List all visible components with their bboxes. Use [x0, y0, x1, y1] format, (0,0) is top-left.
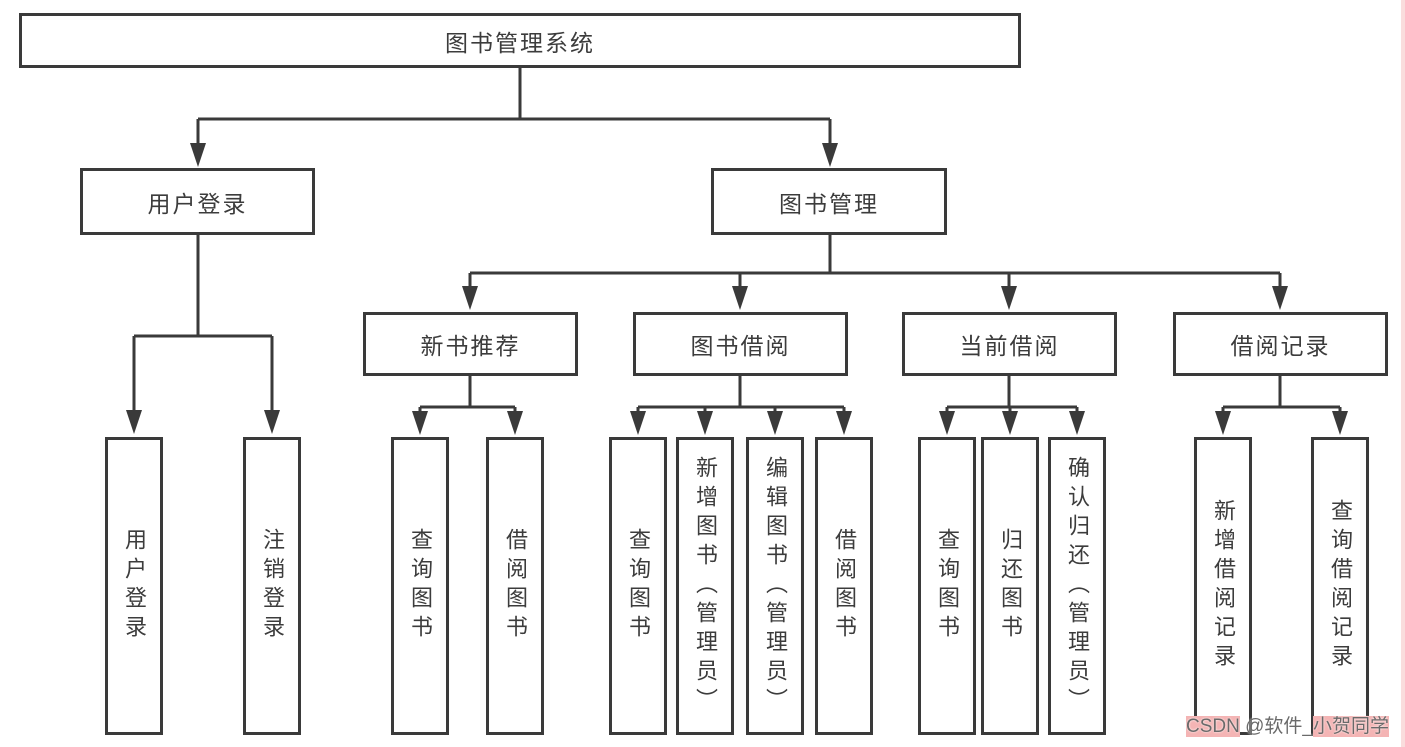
- leaf-label: 查询图书: [408, 528, 433, 644]
- node-book-borrowing: 图书借阅: [633, 312, 848, 376]
- leaf-label: 查询借阅记录: [1328, 499, 1353, 673]
- node-borrowing-records: 借阅记录: [1173, 312, 1388, 376]
- node-label: 用户登录: [147, 190, 248, 217]
- leaf-label: 新增借阅记录: [1211, 499, 1236, 673]
- leaf-borrow-books-borrowing: 借阅图书: [815, 437, 873, 735]
- leaf-add-borrow-record: 新增借阅记录: [1194, 437, 1252, 735]
- node-library-management-system: 图书管理系统: [19, 13, 1021, 68]
- leaf-query-borrow-record: 查询借阅记录: [1311, 437, 1369, 735]
- watermark-suffix: 小贺同学: [1312, 716, 1389, 737]
- leaf-label: 新增图书（管理员）: [693, 455, 718, 717]
- watermark-middle: @软件_: [1239, 716, 1313, 737]
- leaf-label: 查询图书: [626, 528, 651, 644]
- pink-edge-strip: [1401, 0, 1405, 747]
- leaf-query-books-current: 查询图书: [918, 437, 976, 735]
- watermark-prefix: CSDN: [1186, 716, 1240, 737]
- node-label: 借阅记录: [1230, 333, 1331, 359]
- leaf-borrow-books-recommend: 借阅图书: [486, 437, 544, 735]
- leaf-query-books-recommend: 查询图书: [391, 437, 449, 735]
- node-label: 图书管理系统: [445, 29, 595, 56]
- leaf-label: 归还图书: [998, 528, 1023, 644]
- leaf-query-books-borrowing: 查询图书: [609, 437, 667, 735]
- leaf-label: 编辑图书（管理员）: [763, 455, 788, 717]
- node-current-borrowing: 当前借阅: [902, 312, 1117, 376]
- leaf-add-book-admin: 新增图书（管理员）: [676, 437, 734, 735]
- leaf-label: 确认归还（管理员）: [1065, 455, 1090, 717]
- leaf-label: 借阅图书: [503, 528, 528, 644]
- node-label: 当前借阅: [959, 333, 1060, 359]
- leaf-label: 用户登录: [122, 528, 147, 644]
- csdn-watermark: CSDN @软件_小贺同学: [1186, 715, 1389, 739]
- node-label: 图书借阅: [690, 333, 791, 359]
- leaf-return-book: 归还图书: [981, 437, 1039, 735]
- node-label: 新书推荐: [420, 333, 521, 359]
- leaf-label: 借阅图书: [832, 528, 857, 644]
- leaf-label: 查询图书: [935, 528, 960, 644]
- node-new-book-recommendation: 新书推荐: [363, 312, 578, 376]
- leaf-logout-login: 注销登录: [243, 437, 301, 735]
- leaf-edit-book-admin: 编辑图书（管理员）: [746, 437, 804, 735]
- node-user-login: 用户登录: [80, 168, 315, 235]
- node-label: 图书管理: [779, 190, 879, 217]
- leaf-user-login: 用户登录: [105, 437, 163, 735]
- leaf-label: 注销登录: [260, 528, 285, 644]
- leaf-confirm-return-admin: 确认归还（管理员）: [1048, 437, 1106, 735]
- node-book-management: 图书管理: [711, 168, 947, 235]
